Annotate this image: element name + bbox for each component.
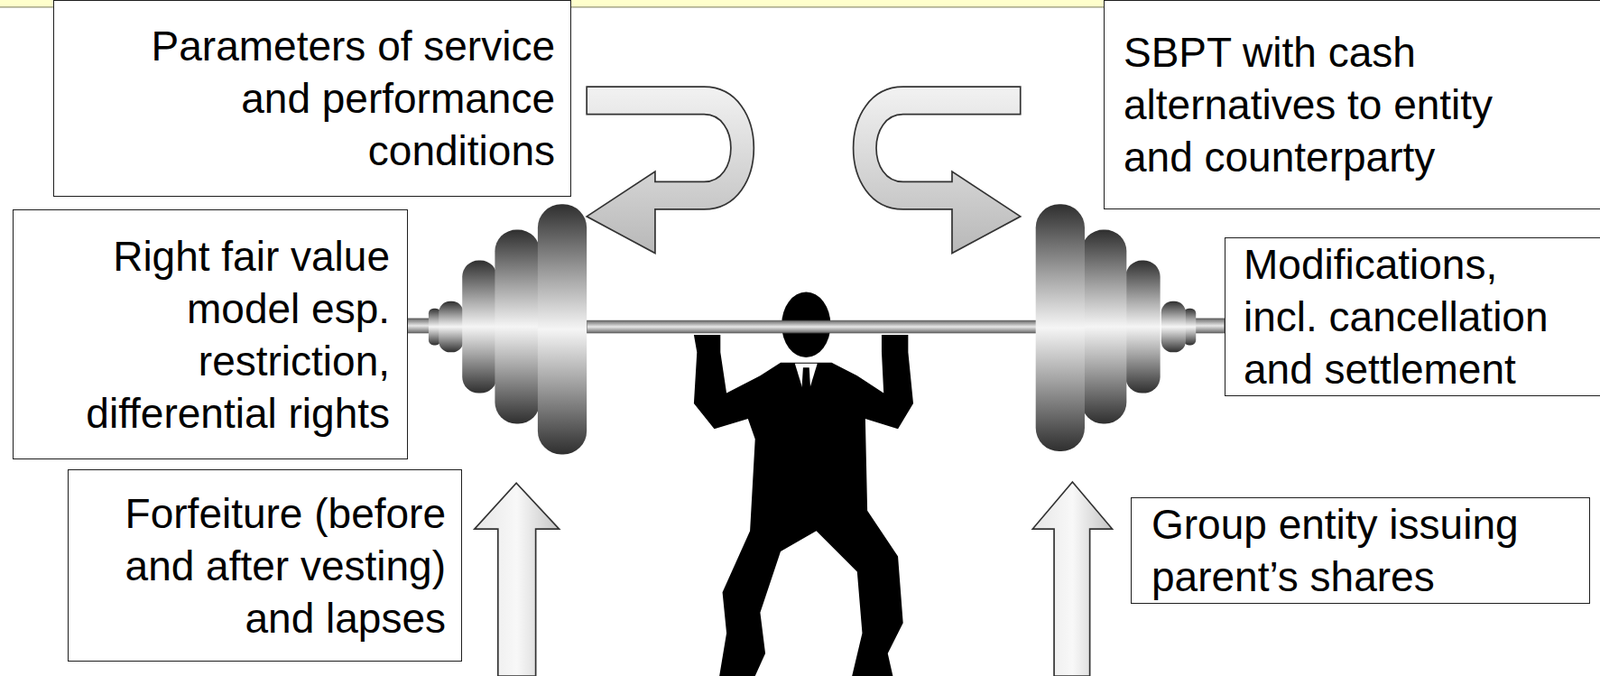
weight-plate — [1125, 260, 1160, 394]
lifter-body — [693, 334, 914, 676]
box-text: Group entity issuing parent’s shares — [1151, 498, 1554, 603]
box-text: SBPT with cash alternatives to entity an… — [1123, 26, 1546, 184]
weight-plate — [1161, 301, 1186, 353]
text-box: Modifications, incl. cancellation and se… — [1224, 237, 1600, 397]
box-text: Right fair value model esp. restriction,… — [48, 230, 390, 440]
curved-arrow — [853, 86, 1021, 253]
text-box: Group entity issuing parent’s shares — [1130, 497, 1591, 604]
up-arrow — [474, 482, 560, 676]
weight-plate — [462, 260, 497, 394]
text-box: SBPT with cash alternatives to entity an… — [1103, 0, 1600, 210]
box-text: Modifications, incl. cancellation and se… — [1243, 238, 1563, 396]
weight-plate — [494, 230, 540, 425]
text-box: Forfeiture (before and after vesting) an… — [67, 469, 463, 662]
necktie — [801, 367, 812, 407]
barbell-stub — [1192, 318, 1225, 333]
box-text: Parameters of service and performance co… — [105, 19, 555, 177]
barbell — [400, 203, 1225, 454]
weight-plate — [438, 301, 463, 353]
up-arrow — [1032, 481, 1112, 676]
lifter-silhouette — [693, 292, 914, 676]
box-text: Forfeiture (before and after vesting) an… — [86, 487, 446, 645]
barbell-bar — [586, 320, 1038, 333]
weight-plate — [1035, 203, 1085, 452]
text-box: Parameters of service and performance co… — [53, 0, 572, 197]
curved-arrow — [586, 86, 754, 253]
weight-plate — [537, 203, 587, 454]
weight-plate — [1082, 230, 1128, 425]
text-box: Right fair value model esp. restriction,… — [12, 209, 408, 460]
